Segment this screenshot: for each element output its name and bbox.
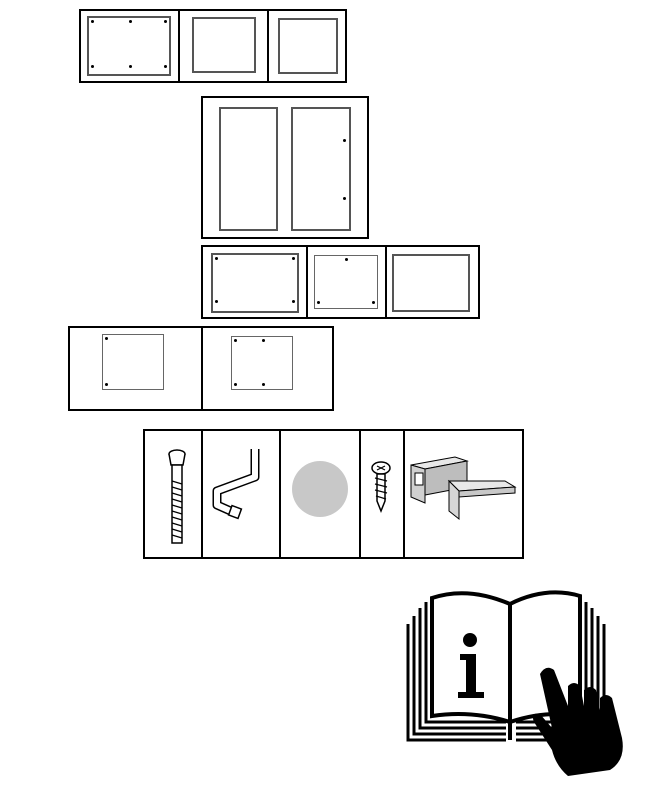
cover-cap-icon [292, 461, 348, 517]
door-panel [219, 107, 278, 231]
panel-cell [203, 328, 334, 409]
panel [392, 254, 470, 312]
panel [192, 17, 256, 73]
hardware-cell-bolt [145, 431, 203, 557]
read-manual-icon [406, 590, 623, 776]
panel-cell [387, 247, 480, 317]
allen-key-icon [212, 449, 260, 520]
panel [278, 18, 338, 74]
bolt-icon [168, 449, 186, 544]
panel-cell [70, 328, 203, 409]
panel-group-1 [79, 9, 347, 83]
panel [314, 255, 378, 309]
panel-group-3 [201, 245, 480, 319]
panel-cell [269, 11, 347, 81]
door-panel [291, 107, 351, 231]
bracket-icon [410, 456, 517, 521]
hardware-cell-bracket [405, 431, 524, 557]
hardware-cell-allen-key [203, 431, 281, 557]
panel-cell [308, 247, 387, 317]
panel-cell [180, 11, 269, 81]
panel [87, 16, 171, 76]
panel [211, 253, 299, 313]
panel [102, 334, 164, 390]
panel [231, 336, 293, 390]
hardware-strip [143, 429, 524, 559]
screw-icon [371, 461, 391, 514]
hardware-cell-cap [281, 431, 361, 557]
panel-group-4 [68, 326, 334, 411]
panel-group-2 [201, 96, 369, 239]
panel-cell [81, 11, 180, 81]
panel-cell [203, 247, 308, 317]
hardware-cell-screw [361, 431, 405, 557]
